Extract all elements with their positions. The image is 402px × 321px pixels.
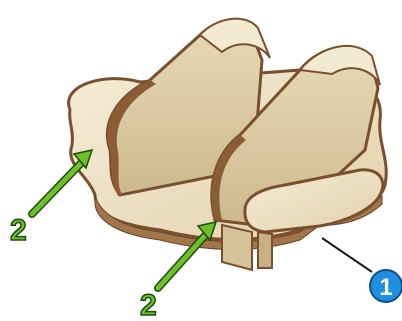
callout-leader-line bbox=[322, 238, 372, 272]
callout-badge-1: 1 bbox=[370, 270, 402, 302]
svg-text:1: 1 bbox=[379, 274, 392, 301]
callout-label-2-bottom: 2 bbox=[140, 289, 157, 321]
callout-label-2-left: 2 bbox=[10, 214, 27, 247]
callout-arrow-left bbox=[32, 150, 92, 214]
